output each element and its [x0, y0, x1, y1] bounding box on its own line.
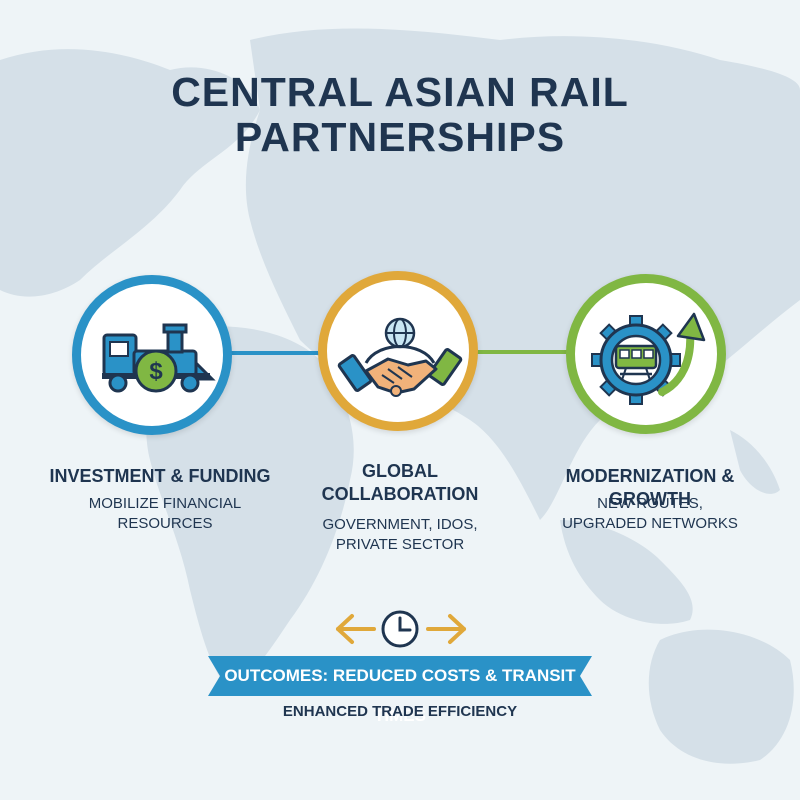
- pillar-heading-investment: INVESTMENT & FUNDING: [49, 466, 271, 486]
- outcomes-banner-text: OUTCOMES: REDUCED COSTS & TRANSIT TIMES: [224, 666, 576, 725]
- outcomes-banner: [208, 656, 592, 696]
- investment-node: $: [72, 275, 232, 435]
- pillar-description-modernization: NEW ROUTES, UPGRADED NETWORKS: [562, 495, 738, 532]
- clock-arrows-icon: [336, 610, 466, 648]
- gear-train-growth-icon: [591, 312, 706, 405]
- pillar-heading-modernization: MODERNIZATION & GROWTH: [565, 466, 735, 509]
- pillar-description-investment: MOBILIZE FINANCIAL RESOURCES: [88, 495, 242, 532]
- pillar-description-collaboration: GOVERNMENT, IDOS, PRIVATE SECTOR: [322, 516, 478, 553]
- pillar-heading-collaboration: GLOBAL COLLABORATION: [321, 461, 479, 504]
- collaboration-node: [318, 271, 478, 431]
- handshake-globe-icon: [337, 317, 463, 397]
- modernization-node: [566, 274, 726, 434]
- svg-text:$: $: [149, 358, 163, 385]
- page-title-line-1: CENTRAL ASIAN RAIL: [171, 69, 629, 115]
- train-money-icon: $: [102, 323, 216, 393]
- page-title-line-2: PARTNERSHIPS: [234, 114, 566, 160]
- outcomes-subtitle: ENHANCED TRADE EFFICIENCY: [282, 703, 518, 720]
